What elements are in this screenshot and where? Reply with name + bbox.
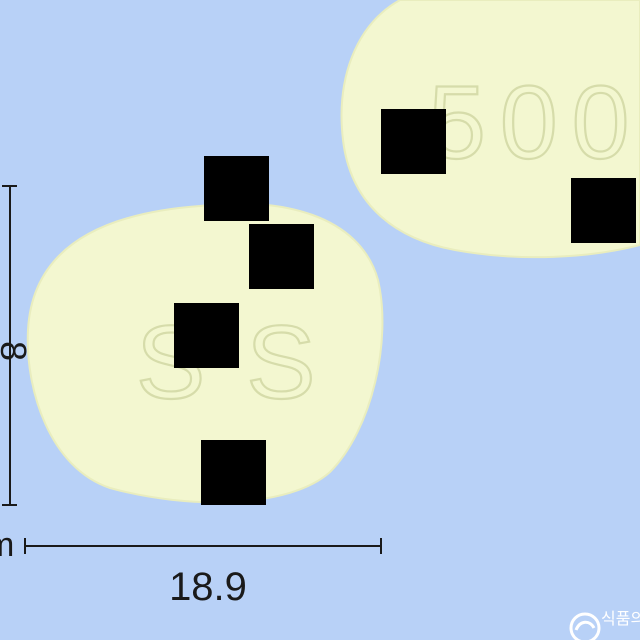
width-dimension: 18.9: [24, 538, 382, 609]
redaction-block: [174, 303, 239, 368]
redaction-block: [571, 178, 636, 243]
redaction-block: [201, 440, 266, 505]
width-value: 18.9: [169, 565, 247, 609]
redaction-blocks: [174, 109, 636, 505]
watermark: 식품의약: [569, 609, 640, 640]
tablet-back-imprint: 500: [428, 65, 640, 181]
mfds-logo-icon: [569, 612, 601, 640]
redaction-block: [381, 109, 446, 174]
redaction-block: [204, 156, 269, 221]
height-value: 8: [0, 341, 34, 361]
watermark-text: 식품의약: [601, 609, 640, 628]
tablet-back: 500: [340, 0, 640, 259]
redaction-block: [249, 224, 314, 289]
tablet-back-body: [340, 0, 640, 259]
unit-label: m: [0, 526, 14, 564]
height-dimension: 8: [0, 185, 34, 506]
